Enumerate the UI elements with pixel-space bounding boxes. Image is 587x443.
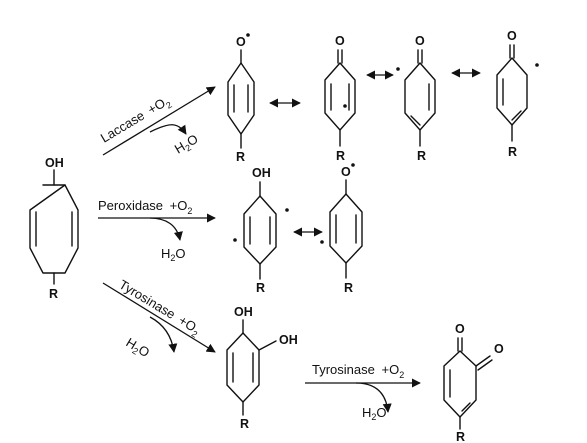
svg-text:O: O — [455, 322, 465, 336]
phenol-r-label: R — [49, 287, 58, 301]
tyrosinase-label-1: Tyrosinase +O2 — [115, 277, 203, 340]
svg-text:O: O — [236, 35, 246, 49]
svg-text:O: O — [494, 342, 504, 356]
laccase-arrow: Laccase +O2 H2O — [98, 86, 216, 158]
peroxidase-arrow: Peroxidase +O2 H2O — [98, 198, 216, 263]
tyrosinase-water-label-1: H2O — [122, 335, 152, 362]
svg-text:O: O — [335, 34, 345, 48]
svg-text:R: R — [417, 149, 426, 163]
resonance-form-4: O R — [496, 29, 539, 159]
svg-text:R: R — [336, 149, 345, 163]
tyrosinase-arrow-1: Tyrosinase +O2 H2O — [102, 277, 216, 362]
tyrosinase-label-2: Tyrosinase +O2 — [312, 362, 404, 380]
svg-text:R: R — [240, 417, 249, 431]
svg-text:R: R — [256, 281, 265, 295]
peroxidase-label: Peroxidase +O2 — [98, 198, 192, 216]
phenoxy-radical-1: O R — [227, 33, 255, 164]
tyrosinase-arrow-2: Tyrosinase +O2 H2O — [305, 362, 421, 422]
svg-text:OH: OH — [234, 305, 253, 319]
tyrosinase-water-label-2: H2O — [362, 405, 387, 422]
laccase-label: Laccase +O2 — [98, 93, 174, 148]
svg-text:O: O — [507, 29, 517, 43]
catechol-intermediate: OH OH R — [226, 305, 298, 431]
peroxidase-product-1: OH R — [233, 166, 289, 295]
svg-text:R: R — [456, 430, 465, 443]
o-quinone-product: O O R — [443, 322, 504, 443]
resonance-form-3: O R — [396, 34, 436, 163]
svg-text:R: R — [508, 145, 517, 159]
phenol-substrate: OH R — [29, 156, 79, 301]
phenol-oh-label: OH — [45, 156, 64, 170]
svg-text:O: O — [415, 34, 425, 48]
resonance-form-2: O R — [324, 34, 356, 163]
svg-text:OH: OH — [279, 333, 298, 347]
laccase-water-label: H2O — [172, 131, 202, 158]
svg-text:OH: OH — [252, 166, 271, 180]
svg-text:R: R — [236, 150, 245, 164]
svg-text:O: O — [341, 165, 351, 179]
peroxidase-water-label: H2O — [161, 246, 186, 263]
svg-text:R: R — [344, 281, 353, 295]
peroxidase-product-2: O R — [320, 163, 363, 295]
